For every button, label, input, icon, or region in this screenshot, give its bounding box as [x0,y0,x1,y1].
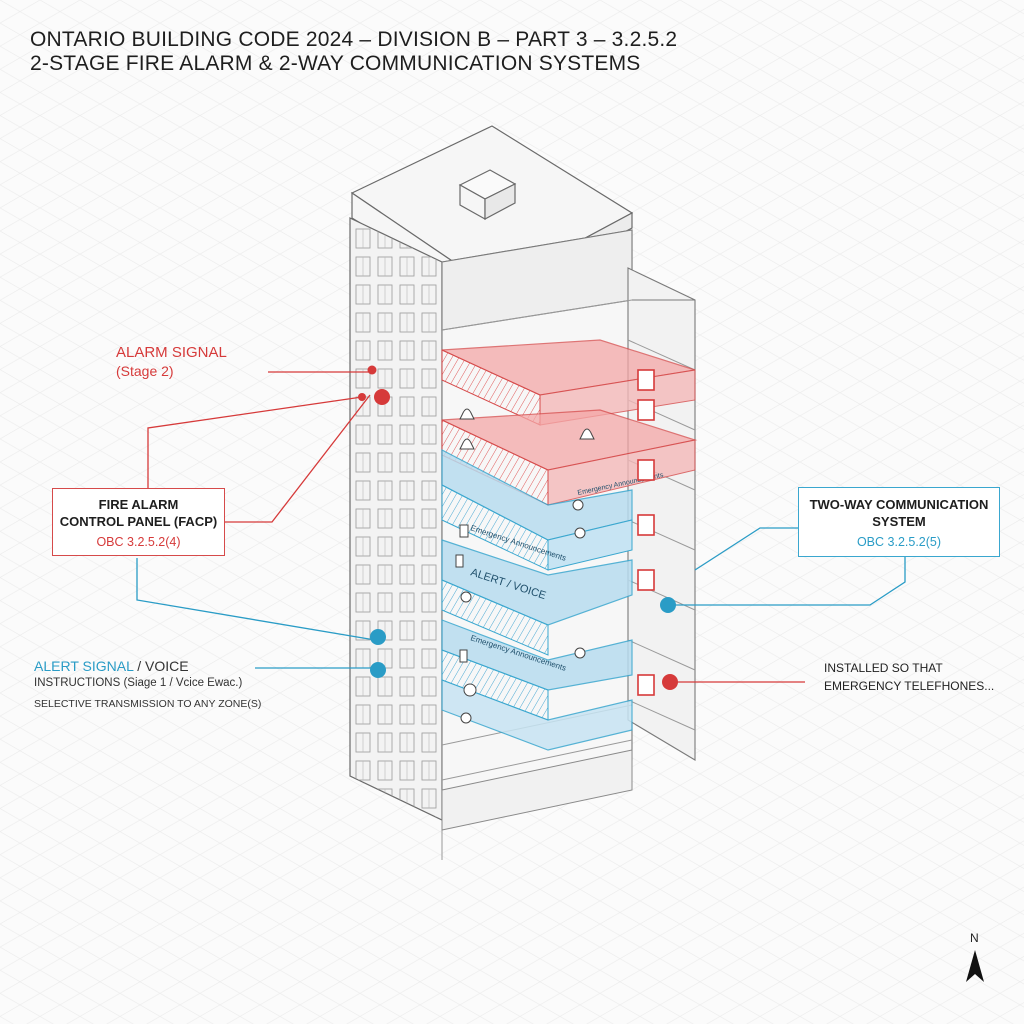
telephone-cabinet-icon [637,514,655,536]
alarm-device-dot [367,365,377,375]
twc-ref: OBC 3.2.5.2(5) [856,535,942,549]
facp-box: FIRE ALARM CONTROL PANEL (FACP) OBC 3.2.… [52,488,225,556]
speaker-icon [572,499,584,511]
facp-ref: OBC 3.2.5.2(4) [96,535,181,549]
telephone-cabinet-icon [637,459,655,481]
speaker-icon [460,712,472,724]
floor-devices [455,408,595,724]
facp-title-2: CONTROL PANEL (FACP) [59,514,218,529]
telephone-cabinet-icon [637,399,655,421]
phone-icon [459,649,468,663]
alarm-device-dot [374,389,390,405]
telephone-cabinet-icon [637,569,655,591]
twc-title-1: TWO-WAY COMMUNICATION [809,497,989,512]
two-way-communication-box: TWO-WAY COMMUNICATION SYSTEM OBC 3.2.5.2… [798,487,1000,557]
signal-devices [358,365,678,690]
phone-icon [459,524,469,538]
alarm-signal-title: ALARM SIGNAL [116,344,227,361]
speaker-icon [574,647,586,659]
alert-signal-selective: SELECTIVE TRANSMISSION TO ANY ZONE(S) [34,698,262,710]
alarm-device-dot [358,393,366,401]
alert-device-dot [370,662,386,678]
alert-device-dot [370,629,386,645]
bell-icon [579,428,595,440]
twc-title-2: SYSTEM [872,514,926,529]
alert-signal-subtitle: INSTRUCTIONS (Siage 1 / Vcice Ewac.) [34,677,243,689]
speaker-icon [463,683,477,697]
alarm-signal-stage: (Stage 2) [116,363,174,379]
two-way-device-dot [660,597,676,613]
emergency-telephone-cabinets [637,369,655,696]
telephone-cabinet-icon [637,369,655,391]
compass-letter: N [970,931,979,945]
facp-title-1: FIRE ALARM [98,497,179,512]
bell-icon [459,438,475,450]
installed-note-2: EMERGENCY TELEFHONES... [824,679,995,693]
speaker-icon [460,591,472,603]
phone-icon [455,554,464,568]
alert-zone-floors [441,449,633,751]
left-facade [349,217,443,821]
leader-lines [136,371,906,683]
alert-signal-title-b: / VOICE [133,658,189,674]
alert-signal-title-a: ALERT SIGNAL [34,658,134,674]
bell-icon [459,408,475,420]
page-title-line-1: ONTARIO BUILDING CODE 2024 – DIVISION B … [30,28,678,51]
telephone-cabinet-icon [637,674,655,696]
page-title-line-2: 2-STAGE FIRE ALARM & 2-WAY COMMUNICATION… [30,52,641,75]
north-arrow-icon: N [966,931,984,982]
alert-signal-title: ALERT SIGNAL / VOICE [34,658,189,674]
speaker-icon [574,527,586,539]
installed-note-1: INSTALLED SO THAT [824,661,943,675]
telephone-device-dot [662,674,678,690]
alarm-zone-floors [441,339,698,506]
